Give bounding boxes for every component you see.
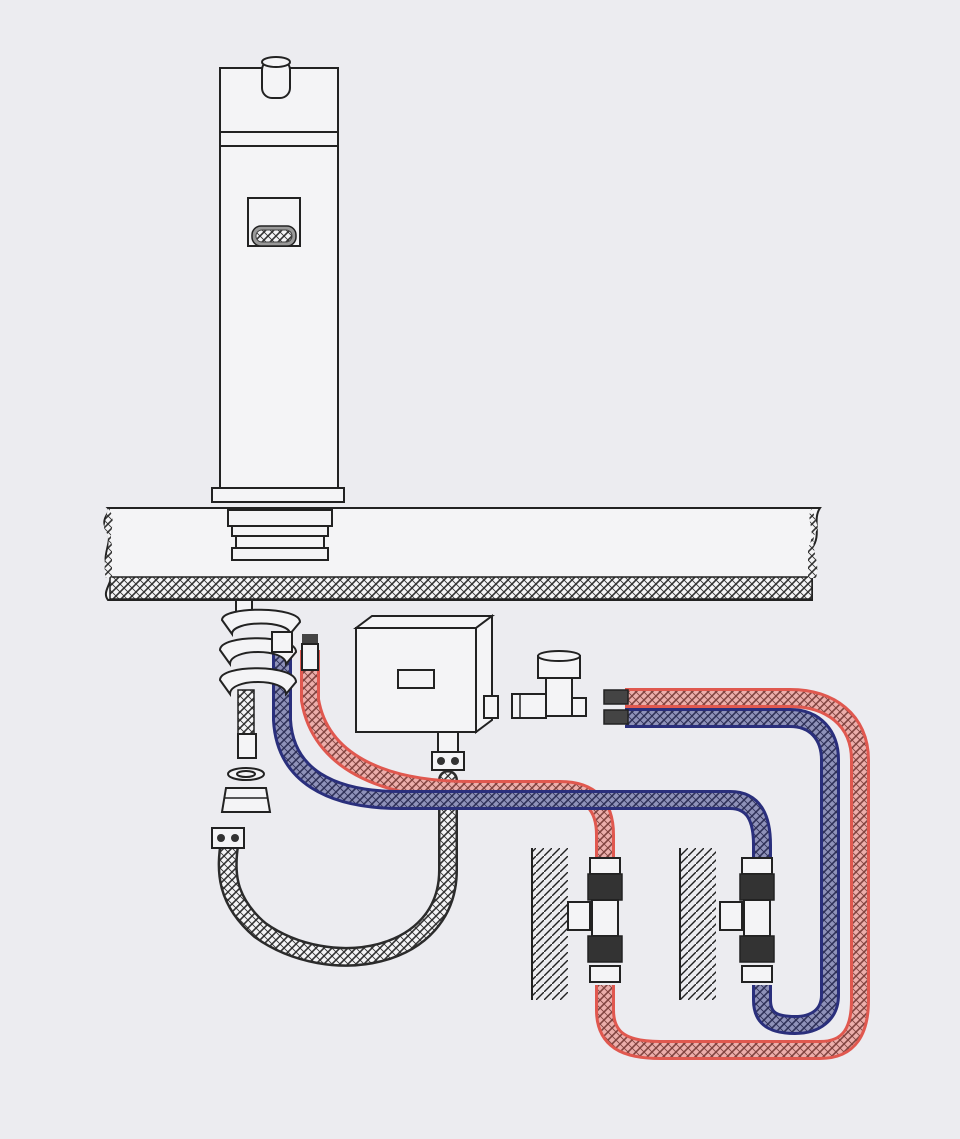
inlet-fittings-right [603,689,629,725]
faucet [211,56,345,503]
wall-hatch-left [531,848,568,1000]
angle-valve-icon [567,857,623,983]
valve-icon [511,650,587,719]
wall-hatch-right [679,848,716,1000]
mounting-threads [227,509,333,561]
outlet-hose [217,770,458,967]
angle-valve-right-icon [719,857,775,983]
hose-fittings-top [211,631,319,849]
control-box-icon [353,614,499,771]
sensor-icon [247,197,301,247]
cold-hose [272,650,840,1036]
hot-hose [300,650,870,1060]
countertop [103,507,822,601]
